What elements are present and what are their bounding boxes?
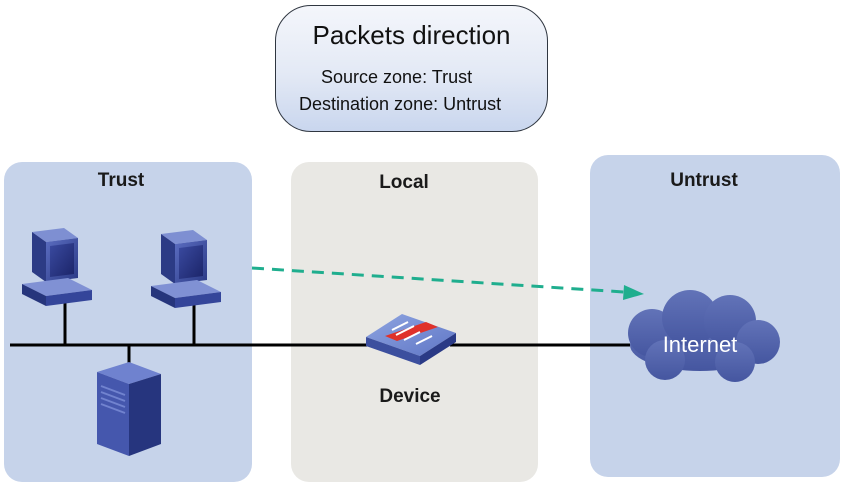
desktop-computer-icon <box>151 230 221 308</box>
local-zone-title: Local <box>379 172 429 193</box>
trust-zone-title: Trust <box>97 170 145 191</box>
source-zone-text: Source zone: Trust <box>321 67 473 87</box>
internet-cloud-icon <box>628 290 780 382</box>
packets-direction-callout: Packets direction Source zone: Trust Des… <box>275 5 548 132</box>
desktop-computer-icon <box>22 228 92 306</box>
untrust-zone-title: Untrust <box>670 170 738 191</box>
device-label: Device <box>379 386 441 407</box>
network-links <box>10 300 630 372</box>
packet-direction-arrow <box>251 266 644 300</box>
callout-title: Packets direction <box>312 20 511 50</box>
destination-zone-text: Destination zone: Untrust <box>299 94 502 114</box>
firewall-device-icon <box>366 314 456 365</box>
internet-label: Internet <box>662 332 738 357</box>
tower-server-icon <box>97 362 161 456</box>
